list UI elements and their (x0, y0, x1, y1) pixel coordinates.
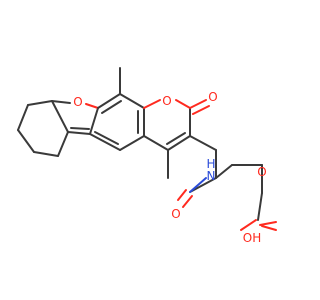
pyranone-carbonyl-oxygen-label: O (208, 90, 217, 104)
acid-carbonyl-oxygen-label: O (257, 165, 266, 179)
acid-hydroxyl-label: OH (243, 231, 261, 245)
furan-oxygen-label: O (73, 95, 82, 109)
amide-nitrogen-label: N (207, 169, 216, 183)
amide-hydrogen-label: H (206, 157, 215, 171)
pyranone-ring-oxygen-label: O (162, 94, 171, 108)
atom-labels: O O O N H O O OH (73, 90, 266, 245)
bonds (17, 67, 277, 231)
molecule-structure: O O O N H O O OH (17, 67, 277, 245)
amide-carbonyl-oxygen-label: O (171, 207, 180, 221)
